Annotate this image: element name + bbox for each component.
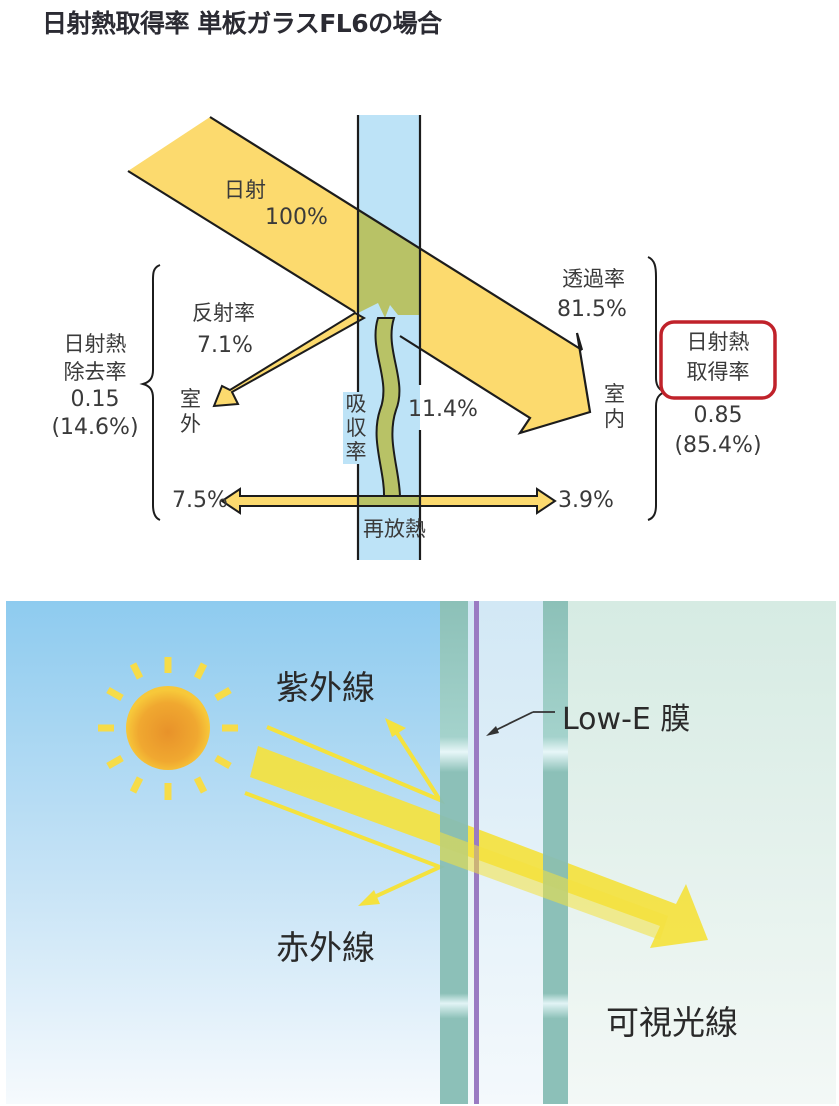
heat-rejection-block: 日射熱 除去率 0.15 (14.6%) [51,332,139,440]
beam-outlines [127,116,592,435]
reradiation-outside-value: 7.5% [172,488,228,513]
transmission-label: 透過率 [562,267,625,291]
reradiation-label: 再放熱 [363,517,426,541]
indoor-area [568,601,836,1104]
uv-arrowhead [385,718,406,737]
inner-glass-pane [543,601,568,1104]
heat-gain-block: 日射熱 取得率 0.85 (85.4%) [674,330,762,458]
transmitted-beam [420,249,590,433]
reflection-label: 反射率 [192,301,255,325]
absorption-value: 11.4% [408,397,478,422]
transmission-value: 81.5% [557,297,627,322]
outdoor-sky [6,601,440,1104]
heat-gain-highlight-box [659,320,777,400]
left-brace [139,264,161,521]
reflected-arrow [212,311,367,408]
solar-heat-gain-diagram [127,115,777,560]
absorbed-region [358,209,420,318]
reflection-value: 7.1% [197,333,253,358]
ir-arrowhead [358,890,380,906]
sun-icon [98,657,238,800]
page-title: 日射熱取得率 単板ガラスFL6の場合 [42,9,442,38]
absorption-label: 吸 収 率 [343,392,369,464]
indoor-label: 室 内 [604,382,625,431]
reradiation-inside-value: 3.9% [558,488,614,513]
incident-beam [128,117,358,312]
outdoor-label: 室 外 [180,387,201,436]
incident-label: 日射 [224,178,266,202]
lowe-pointer-arrow [486,711,555,736]
incident-value: 100% [265,205,328,230]
